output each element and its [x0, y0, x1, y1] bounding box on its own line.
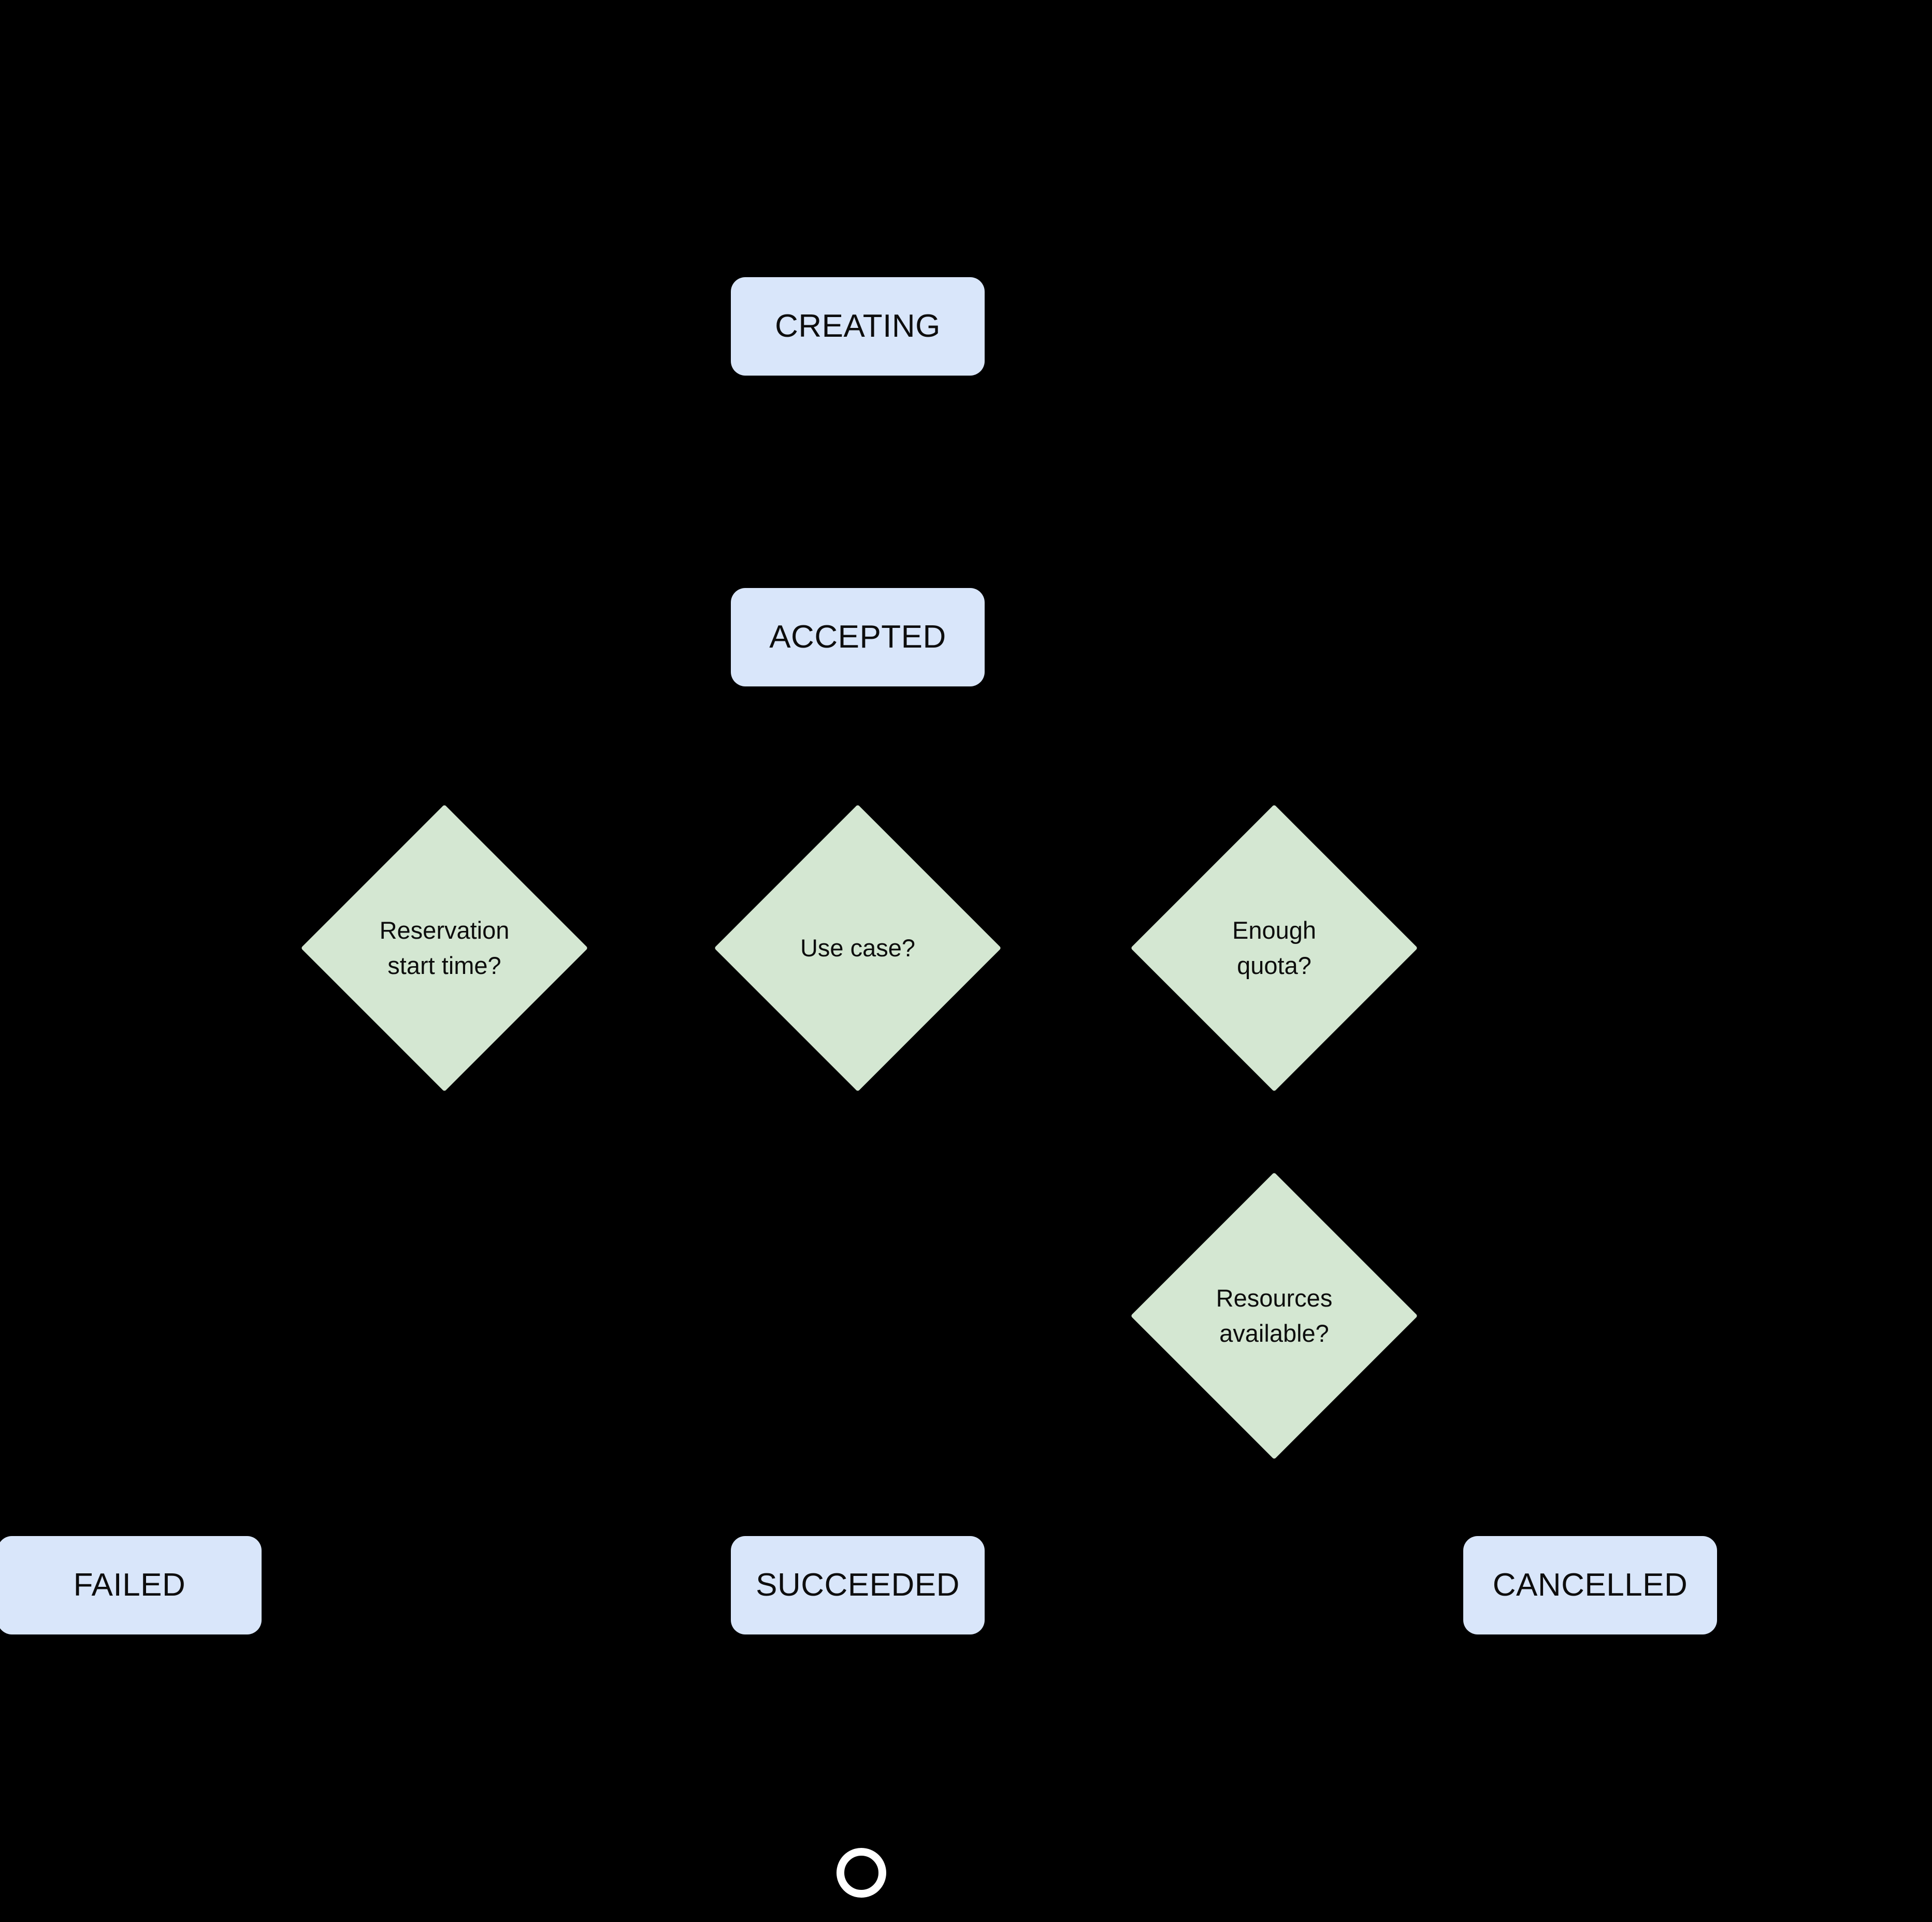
- state-node-creating[interactable]: CREATING: [731, 277, 985, 376]
- edge-resources-cancelled: [1273, 1417, 1463, 1538]
- decision-node-reservation-start-time[interactable]: Reservation start time?: [300, 804, 588, 1092]
- decision-node-use-case[interactable]: Use case?: [714, 804, 1002, 1092]
- state-node-cancelled[interactable]: CANCELLED: [1463, 1536, 1717, 1634]
- end-node-circle-icon: [837, 1848, 886, 1898]
- state-label-succeeded: SUCCEEDED: [756, 1567, 960, 1603]
- decision-node-enough-quota[interactable]: Enough quota?: [1130, 804, 1418, 1092]
- state-label-failed: FAILED: [73, 1567, 186, 1603]
- diamond-shape: [1130, 1172, 1418, 1460]
- edge-reservation-failed: [443, 1050, 731, 1538]
- decision-node-resources-available[interactable]: Resources available?: [1130, 1172, 1418, 1460]
- state-node-accepted[interactable]: ACCEPTED: [731, 588, 985, 686]
- diamond-shape: [714, 804, 1002, 1092]
- diamond-shape: [300, 804, 588, 1092]
- state-label-accepted: ACCEPTED: [769, 619, 946, 655]
- state-label-creating: CREATING: [775, 308, 941, 344]
- diamond-shape: [1130, 804, 1418, 1092]
- state-node-succeeded[interactable]: SUCCEEDED: [731, 1536, 985, 1634]
- state-node-failed[interactable]: FAILED: [0, 1536, 262, 1634]
- state-label-cancelled: CANCELLED: [1492, 1567, 1688, 1603]
